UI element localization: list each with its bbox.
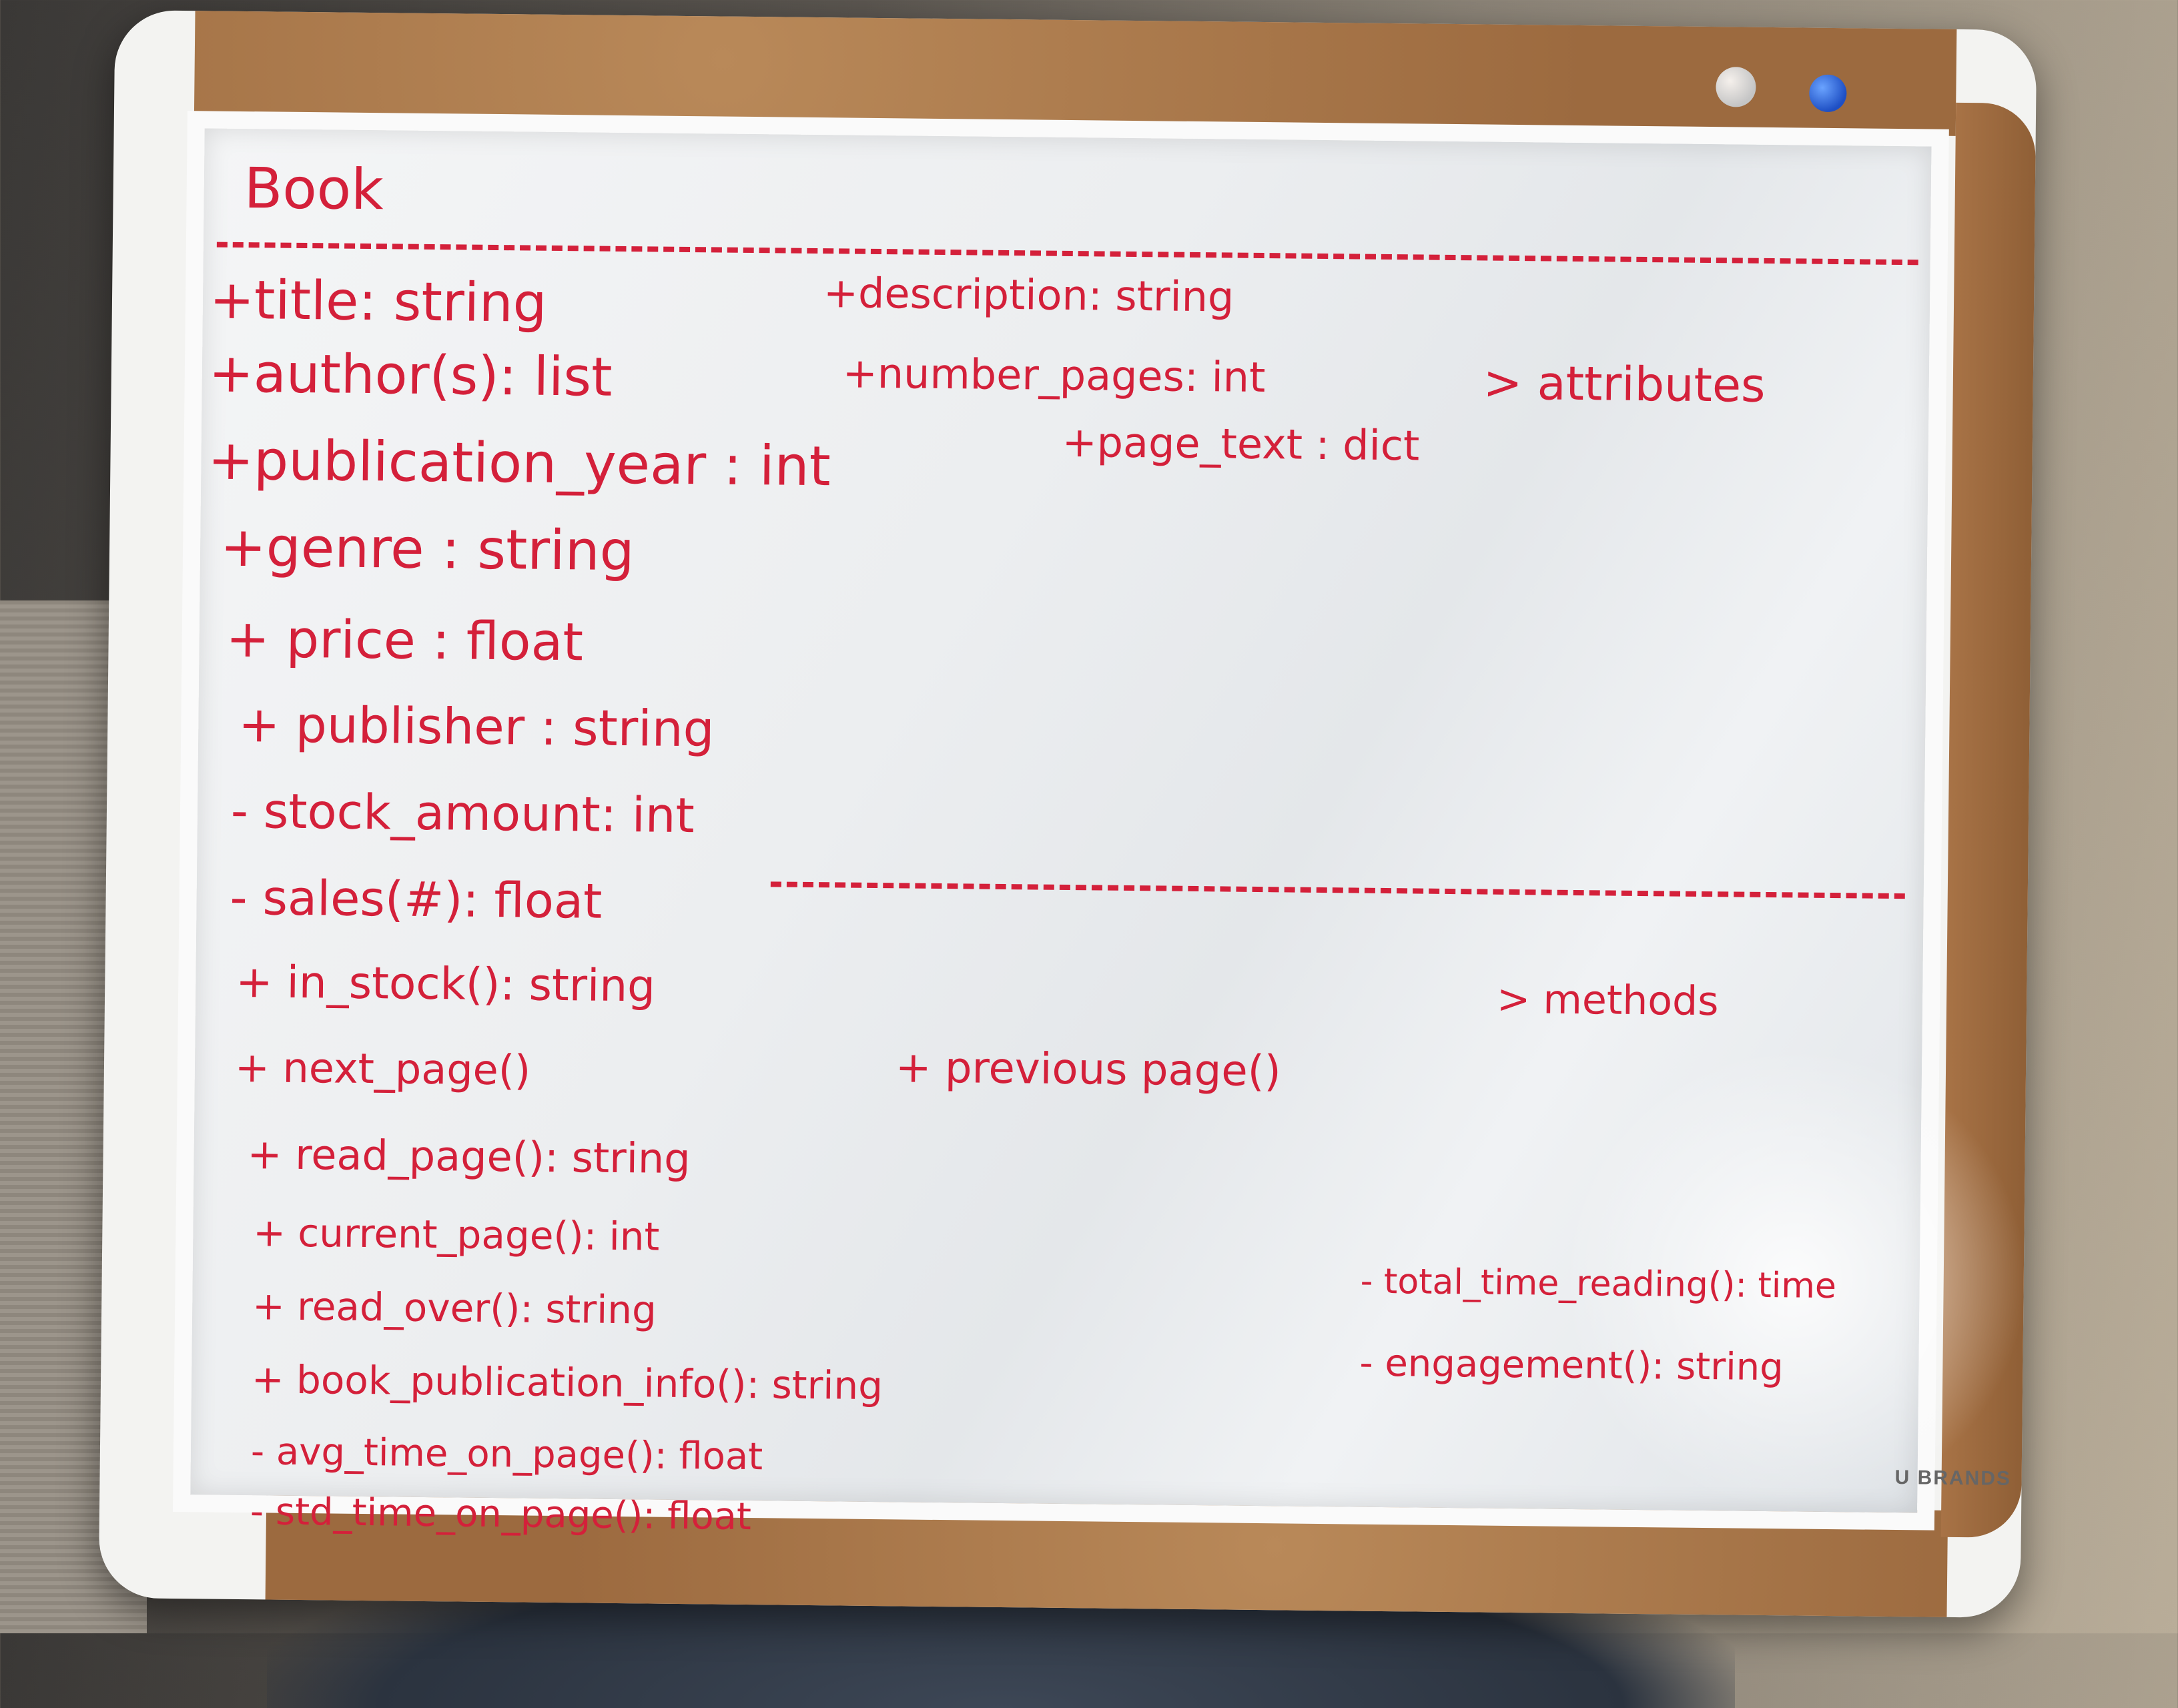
method-engagement: - engagement(): string	[1359, 1341, 1784, 1390]
method-std-time-on-page: - std_time_on_page(): float	[250, 1490, 752, 1539]
whiteboard-frame: Book +title: string +author(s): list +pu…	[98, 9, 2037, 1619]
attribute-price: + price : float	[226, 608, 584, 673]
brand-logo: U BRANDS	[1894, 1466, 2012, 1490]
method-book-publication-info: + book_publication_info(): string	[251, 1356, 883, 1409]
whiteboard: Book +title: string +author(s): list +pu…	[172, 111, 2031, 1539]
attribute-publication-year: +publication_year : int	[207, 428, 831, 499]
method-next-page: + next_page()	[234, 1042, 531, 1095]
class-name: Book	[244, 155, 384, 223]
separator-methods	[770, 881, 1905, 899]
attributes-label: > attributes	[1483, 355, 1766, 413]
attribute-title: +title: string	[209, 268, 547, 334]
method-in-stock: + in_stock(): string	[235, 955, 656, 1012]
attribute-authors: +author(s): list	[208, 342, 613, 408]
attribute-sales: - sales(#): float	[230, 869, 603, 929]
attribute-genre: +genre : string	[220, 515, 635, 584]
method-read-over: + read_over(): string	[252, 1283, 657, 1333]
attribute-page-text: +page_text : dict	[1062, 417, 1420, 470]
method-previous-page: + previous page()	[895, 1043, 1282, 1097]
attribute-stock-amount: - stock_amount: int	[230, 782, 695, 844]
separator-attributes	[216, 242, 1918, 266]
methods-label: > methods	[1496, 975, 1719, 1025]
clear-pushpin	[1716, 67, 1756, 107]
attribute-publisher: + publisher : string	[238, 695, 715, 759]
attribute-description: +description: string	[823, 268, 1234, 322]
blue-pushpin	[1809, 74, 1847, 113]
method-avg-time-on-page: - avg_time_on_page(): float	[250, 1430, 763, 1479]
method-current-page: + current_page(): int	[253, 1210, 660, 1260]
method-read-page: + read_page(): string	[247, 1130, 691, 1184]
attribute-number-pages: +number_pages: int	[842, 348, 1266, 402]
method-total-time-reading: - total_time_reading(): time	[1360, 1261, 1837, 1307]
